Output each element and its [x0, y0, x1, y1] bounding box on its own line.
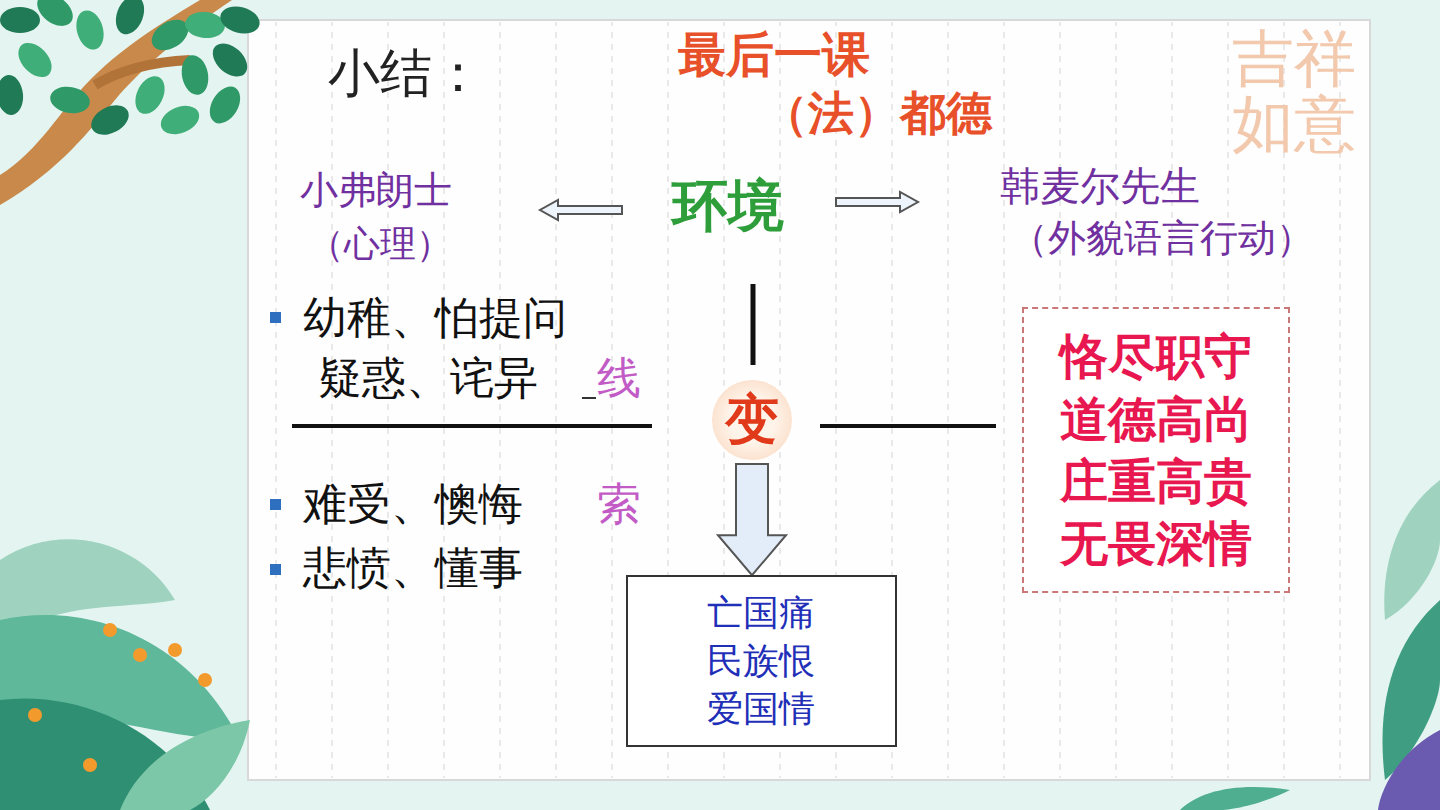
leaf: [86, 99, 133, 140]
block-arrow: [718, 464, 786, 575]
hollow-arrow: [540, 200, 622, 220]
slide-title: 小结：: [328, 42, 484, 104]
grid-lines: [250, 22, 1368, 778]
leaf: [1378, 730, 1440, 810]
theme-box: 亡国痛 民族恨 爱国情: [626, 575, 897, 747]
tree-branch: [95, 60, 190, 85]
tree-leaves: [0, 0, 263, 141]
bullet-text: 疑惑、诧异: [318, 352, 538, 405]
leaf: [204, 81, 247, 129]
bullet: [270, 499, 281, 510]
leaf: [184, 10, 226, 39]
watermark: 吉祥如意: [1232, 26, 1359, 156]
leaf: [48, 84, 92, 117]
connector-line: [820, 424, 996, 428]
leaf: [72, 7, 108, 53]
clue-word: 索: [597, 478, 641, 531]
lesson-title: 最后一课: [678, 26, 870, 84]
divider-line: [292, 424, 652, 428]
clue-word: 线: [597, 352, 641, 405]
hollow-arrow: [836, 192, 918, 212]
character-name: 韩麦尔先生: [1000, 162, 1200, 210]
leaf: [1180, 787, 1290, 810]
tree-trunk: [0, 0, 232, 205]
bullet-text: 幼稚、怕提问: [303, 292, 567, 345]
leaf: [157, 100, 204, 139]
leaf: [1384, 480, 1440, 620]
bullet: [270, 564, 281, 575]
flower: [133, 648, 147, 662]
leaf: [120, 720, 250, 810]
center-topic: 环境: [672, 172, 784, 239]
vertical-line: [751, 284, 756, 365]
content-panel: [248, 20, 1370, 780]
change-circle: 变: [712, 380, 792, 460]
flower: [198, 673, 212, 687]
blank-underline: [582, 397, 596, 399]
leaf: [130, 71, 171, 118]
leaf: [111, 0, 150, 38]
node-text: 亡国痛 民族恨 爱国情: [702, 589, 821, 733]
bullet-text: 难受、懊悔: [303, 478, 523, 531]
leaf: [0, 7, 40, 33]
leaf: [178, 53, 211, 97]
character-note: （外貌语言行动）: [1010, 216, 1314, 262]
leaf: [0, 615, 240, 740]
leaf: [0, 74, 25, 116]
node-text: 变: [725, 390, 779, 449]
leaf: [31, 0, 79, 32]
flower: [103, 623, 117, 637]
character-note: （心理）: [308, 222, 452, 265]
small-flowers: [28, 623, 212, 772]
flower: [28, 708, 42, 722]
flower: [168, 643, 182, 657]
leaf: [12, 37, 58, 84]
author-name: （法）都德: [762, 86, 992, 141]
leaf: [217, 2, 262, 37]
bullet: [270, 312, 281, 323]
node-text: 恪尽职守 道德高尚 庄重高贵 无畏深情: [1053, 325, 1259, 575]
flower: [83, 758, 97, 772]
trait-box: 恪尽职守 道德高尚 庄重高贵 无畏深情: [1022, 307, 1290, 593]
bullet-text: 悲愤、懂事: [303, 542, 523, 595]
leaf: [206, 37, 253, 83]
character-name: 小弗朗士: [300, 168, 452, 214]
